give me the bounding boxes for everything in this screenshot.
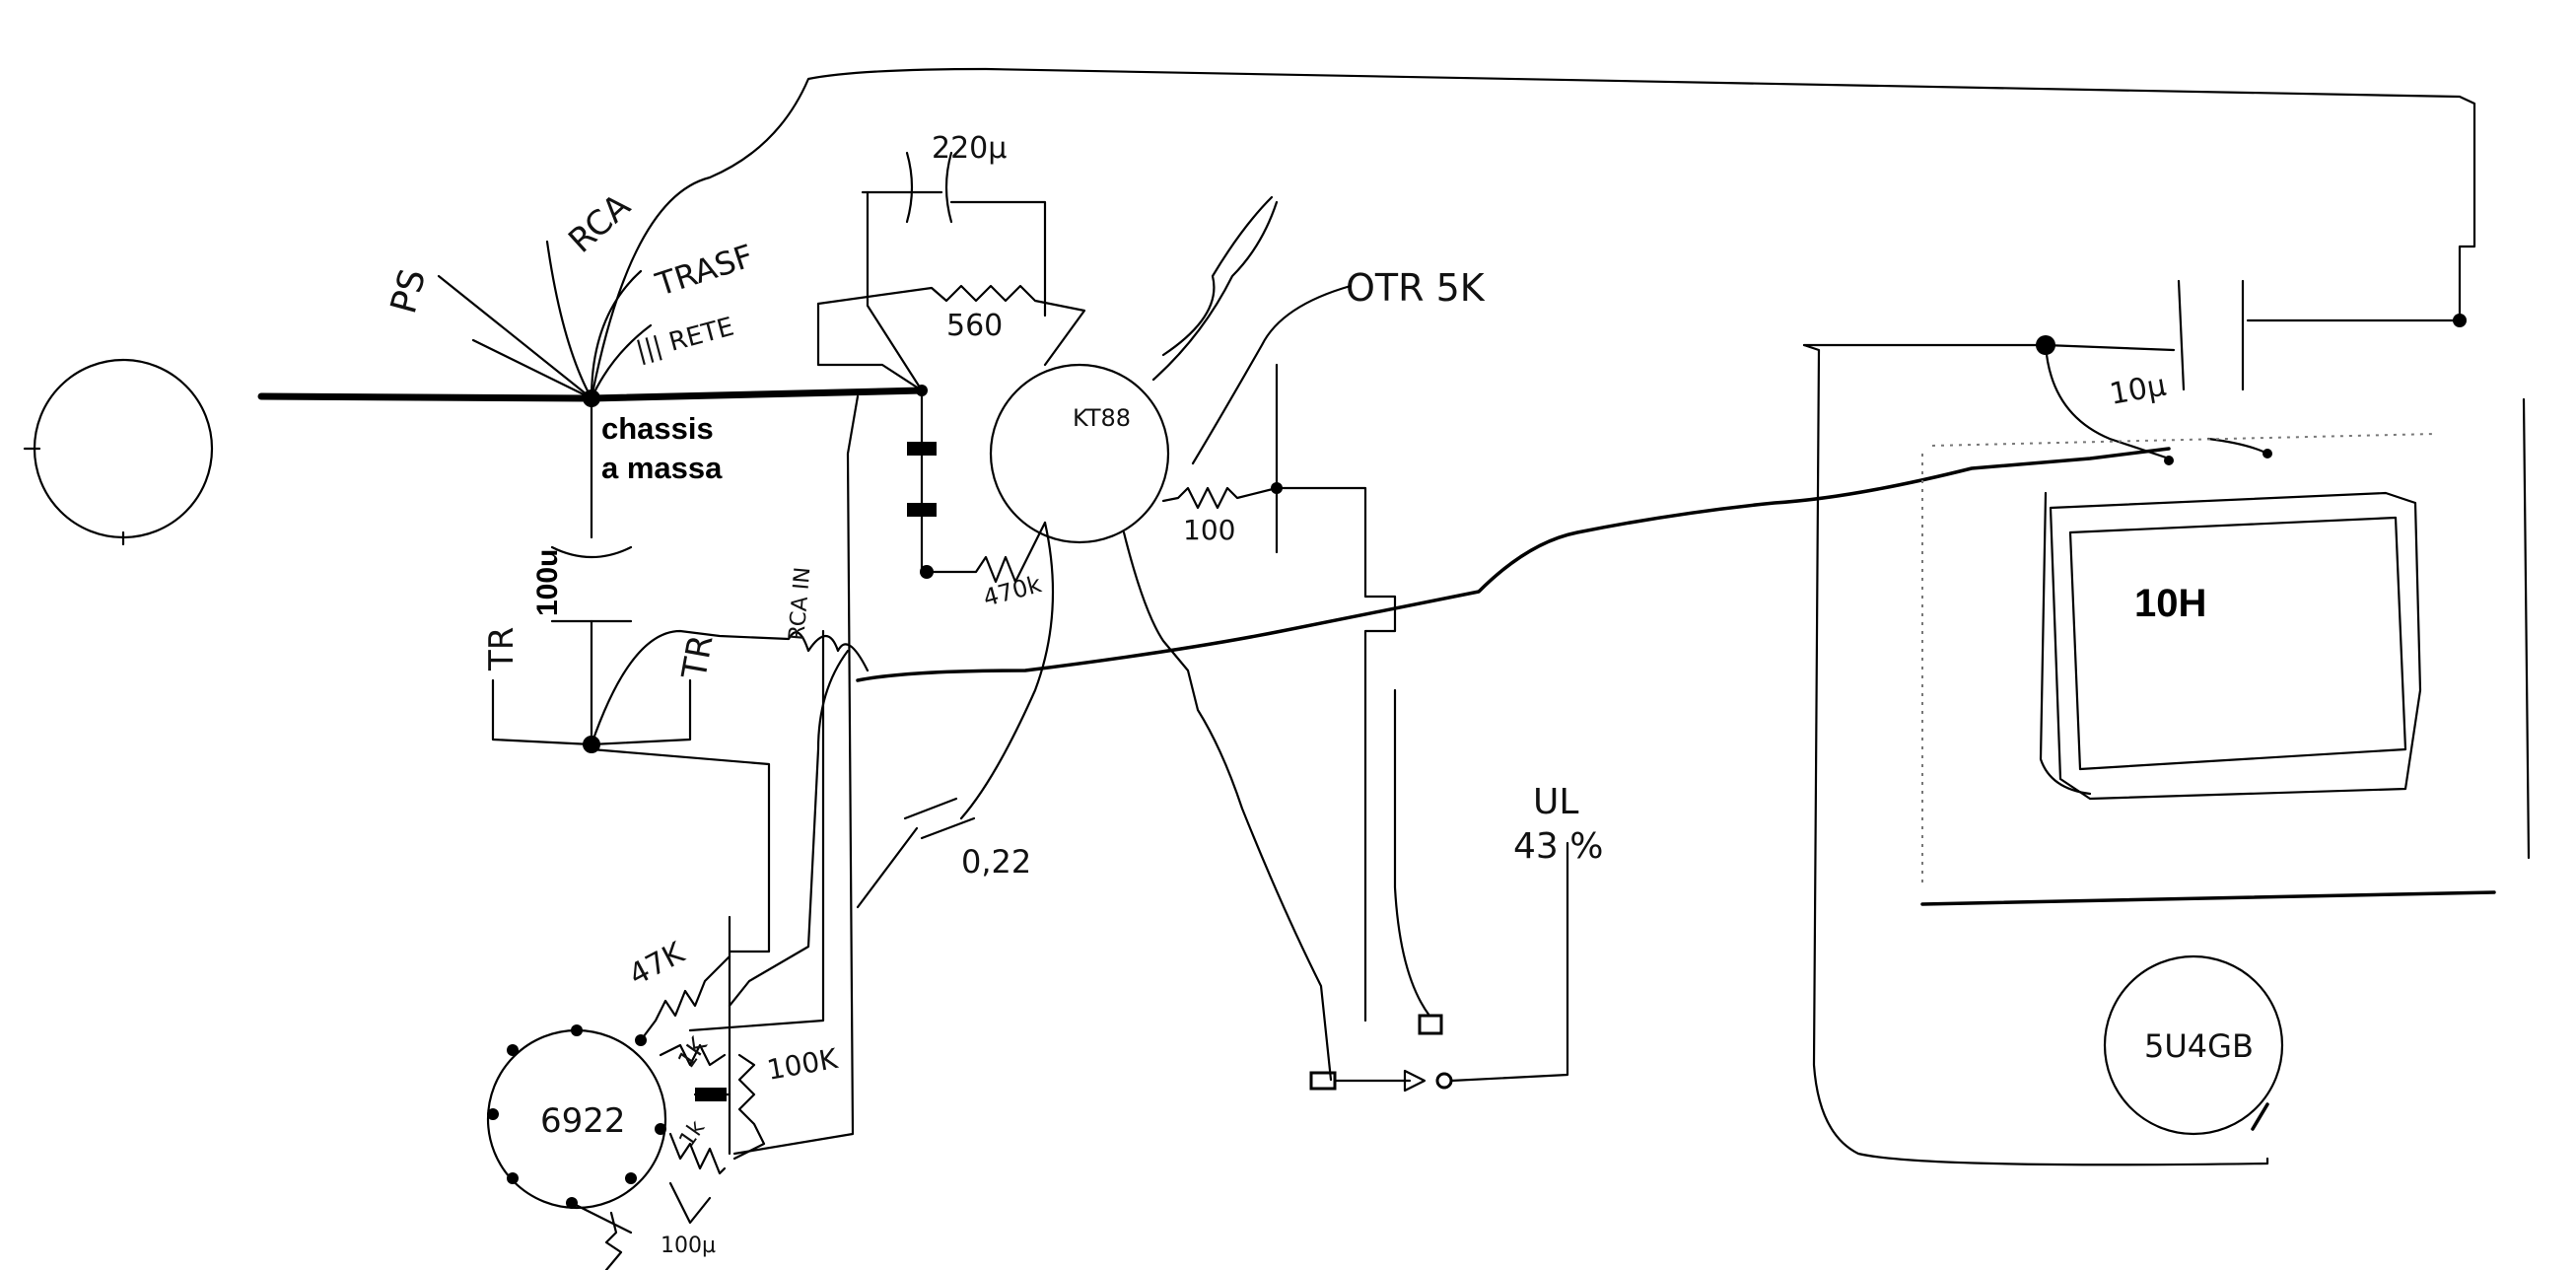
otr-lead — [1191, 284, 1353, 465]
label-100: 100 — [1183, 514, 1235, 546]
label-rete: ||| RETE — [633, 313, 737, 367]
label-100k: 100K — [764, 1042, 840, 1087]
psu-loop — [1802, 343, 2269, 1166]
kt88-cathode-parts — [907, 388, 1047, 584]
label-1k-b: 1k — [674, 1116, 710, 1152]
label-10h: 10H — [2134, 582, 2206, 625]
plate-wire — [856, 447, 2171, 682]
label-220u: 220µ — [932, 131, 1007, 166]
label-100u-b: 100µ — [661, 1234, 716, 1258]
label-tr-left: TR — [482, 627, 522, 671]
vertical-bus — [688, 394, 860, 1156]
label-560: 560 — [946, 309, 1003, 343]
label-a-massa: a massa — [601, 451, 723, 485]
label-1k-a: 1K — [672, 1031, 713, 1073]
label-47k: 47K — [623, 935, 691, 993]
rectifier-5u4gb — [2103, 954, 2284, 1136]
label-ul-percent: 43 % — [1513, 826, 1603, 867]
label-kt88: KT88 — [1073, 404, 1131, 432]
ul-wiring — [1122, 530, 1569, 1093]
mains-transformer-circle — [23, 358, 214, 546]
label-6922: 6922 — [540, 1101, 626, 1141]
label-10u: 10µ — [2107, 368, 2168, 411]
label-rca-in: RCA IN — [785, 566, 815, 641]
kt88-tube — [989, 195, 1279, 544]
star-ground-fan — [437, 67, 2476, 400]
screen-resistor — [1161, 363, 1397, 1023]
coupling-cap — [856, 521, 1055, 909]
reservoir-cap — [1802, 279, 2467, 465]
choke-10h — [1920, 397, 2531, 906]
cathode-network — [816, 151, 1086, 392]
label-rca: RCA — [561, 186, 638, 261]
label-tr-right: TR — [674, 632, 721, 683]
label-otr: OTR 5K — [1346, 266, 1486, 310]
preamp-resistors — [570, 915, 766, 1270]
label-5u4gb: 5U4GB — [2144, 1027, 2254, 1065]
label-0-22: 0,22 — [961, 843, 1031, 881]
label-100u: 100u — [531, 549, 564, 616]
label-trasf: TRASF — [651, 237, 758, 304]
label-ul: UL — [1533, 782, 1578, 822]
label-ps: PS — [383, 265, 434, 318]
label-chassis: chassis — [601, 411, 714, 446]
filter-section — [491, 396, 870, 953]
label-470k: 470k — [980, 570, 1044, 612]
